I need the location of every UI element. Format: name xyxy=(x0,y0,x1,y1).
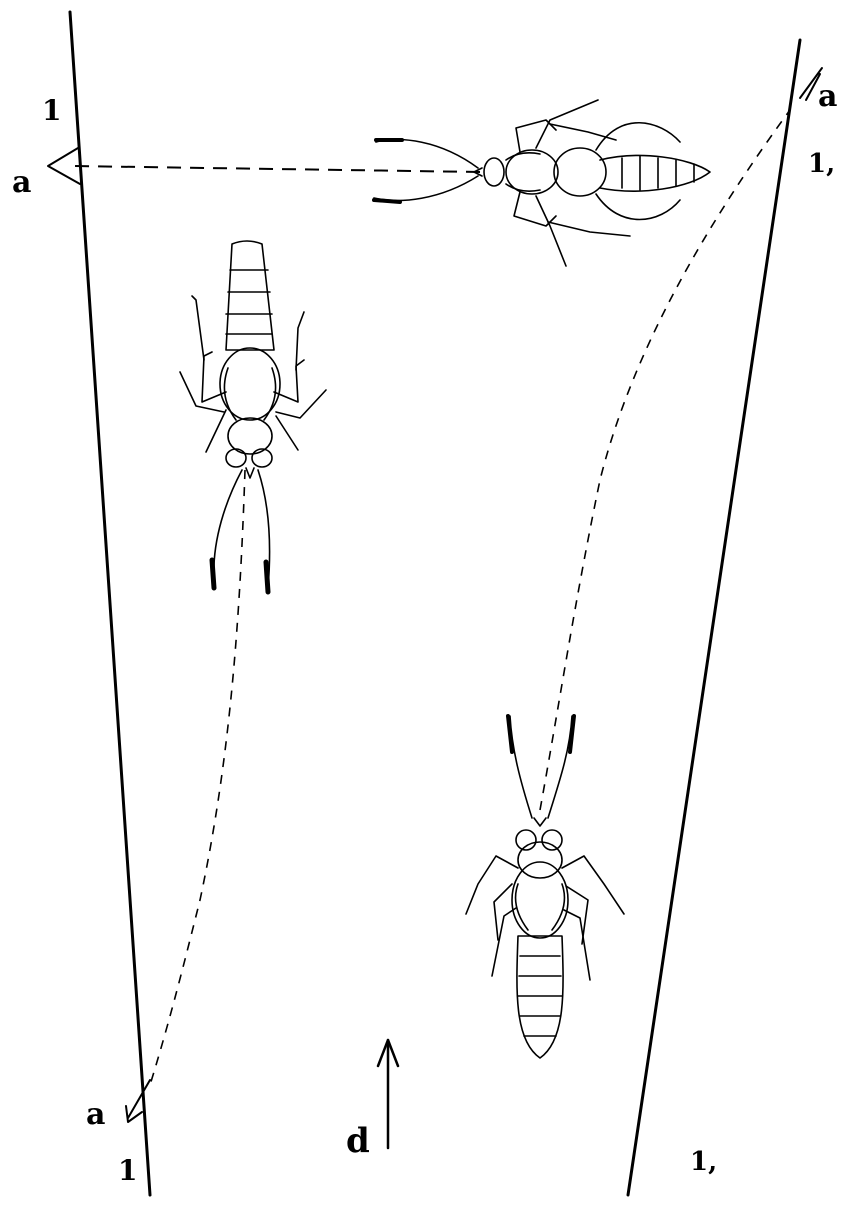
right-wall-line xyxy=(628,40,800,1195)
insect-bottom-facing-up xyxy=(466,716,624,1058)
top-dashed-path xyxy=(72,166,480,172)
label-top-right-wall: 1, xyxy=(808,149,835,179)
label-bottom-right-wall: 1, xyxy=(690,1147,717,1177)
label-direction-d: d xyxy=(346,1121,370,1161)
label-top-left-wall: 1 xyxy=(42,94,61,127)
insect-top-facing-left xyxy=(374,100,710,266)
label-top-left-exit: a xyxy=(12,165,31,200)
insect-left-facing-down xyxy=(180,241,326,592)
label-bottom-left-wall: 1 xyxy=(118,1154,137,1187)
left-wall-line xyxy=(70,12,150,1195)
right-dashed-path xyxy=(540,110,790,810)
label-bottom-left-exit: a xyxy=(86,1097,105,1132)
label-top-right-exit: a xyxy=(818,79,837,114)
left-dashed-path xyxy=(150,470,245,1085)
bottom-left-arrowhead xyxy=(126,1080,150,1122)
